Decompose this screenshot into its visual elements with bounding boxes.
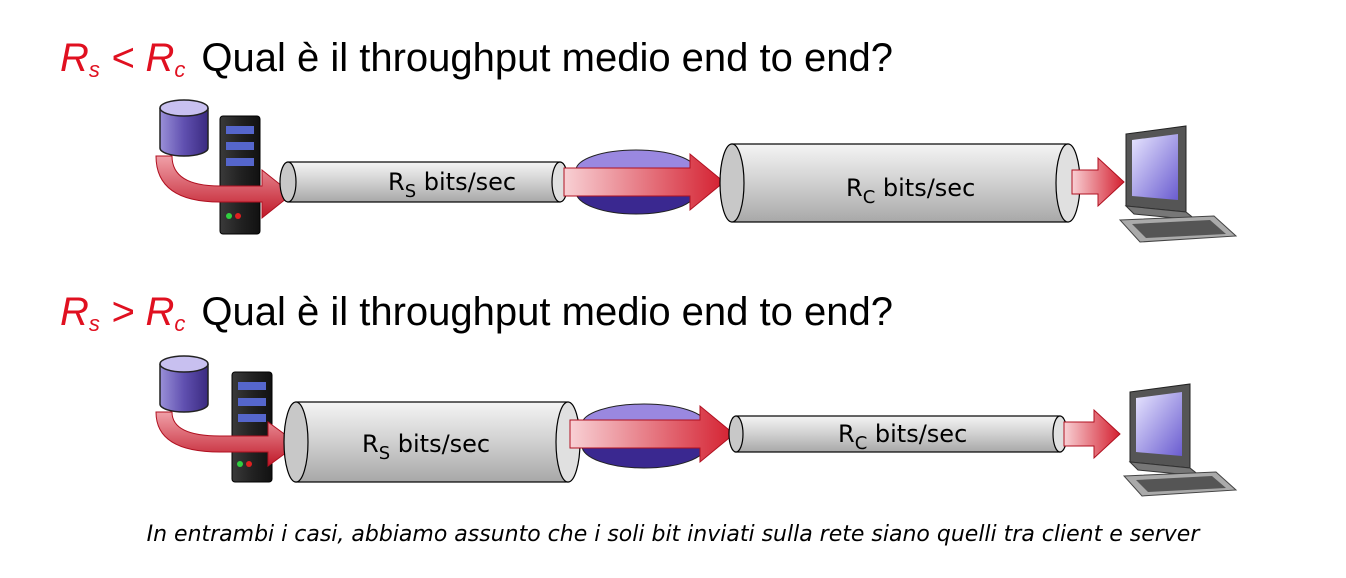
scenario-1-heading: Rs < Rc Qual è il throughput medio end to… xyxy=(60,36,893,83)
link-pipe-c: RC bits/sec xyxy=(728,415,1068,454)
flow-arrow-source xyxy=(155,411,299,467)
question-text: Qual è il throughput medio end to end? xyxy=(201,36,893,80)
link-pipe-s: RS bits/sec xyxy=(283,401,581,483)
flow-arrow-source xyxy=(155,155,293,220)
relation-formula: Rs < Rc xyxy=(60,36,186,82)
database-icon xyxy=(159,99,209,157)
link-pipe-s: RS bits/sec xyxy=(279,161,569,203)
server-icon xyxy=(219,115,261,235)
flow-arrow-middle xyxy=(569,404,735,464)
relation-formula: Rs > Rc xyxy=(60,290,186,336)
computer-icon xyxy=(1118,125,1238,243)
caption: In entrambi i casi, abbiamo assunto che … xyxy=(146,522,1200,547)
network-diagram-1: RS bits/sec RC bits/sec xyxy=(155,99,1238,243)
database-icon xyxy=(159,355,209,413)
flow-arrow-middle xyxy=(563,152,725,212)
question-text: Qual è il throughput medio end to end? xyxy=(201,290,893,334)
link-s-label: RS bits/sec xyxy=(388,168,516,202)
computer-icon xyxy=(1122,383,1238,497)
scenario-2-heading: Rs > Rc Qual è il throughput medio end to… xyxy=(60,290,893,337)
link-s-label: RS bits/sec xyxy=(362,430,490,464)
link-pipe-c: RC bits/sec xyxy=(719,143,1081,223)
flow-arrow-destination xyxy=(1063,408,1121,460)
network-diagram-2: RS bits/sec RC bits/sec xyxy=(155,355,1238,497)
server-icon xyxy=(231,371,273,483)
link-c-label: RC bits/sec xyxy=(846,174,975,208)
link-c-label: RC bits/sec xyxy=(838,420,967,454)
flow-arrow-destination xyxy=(1071,156,1125,208)
